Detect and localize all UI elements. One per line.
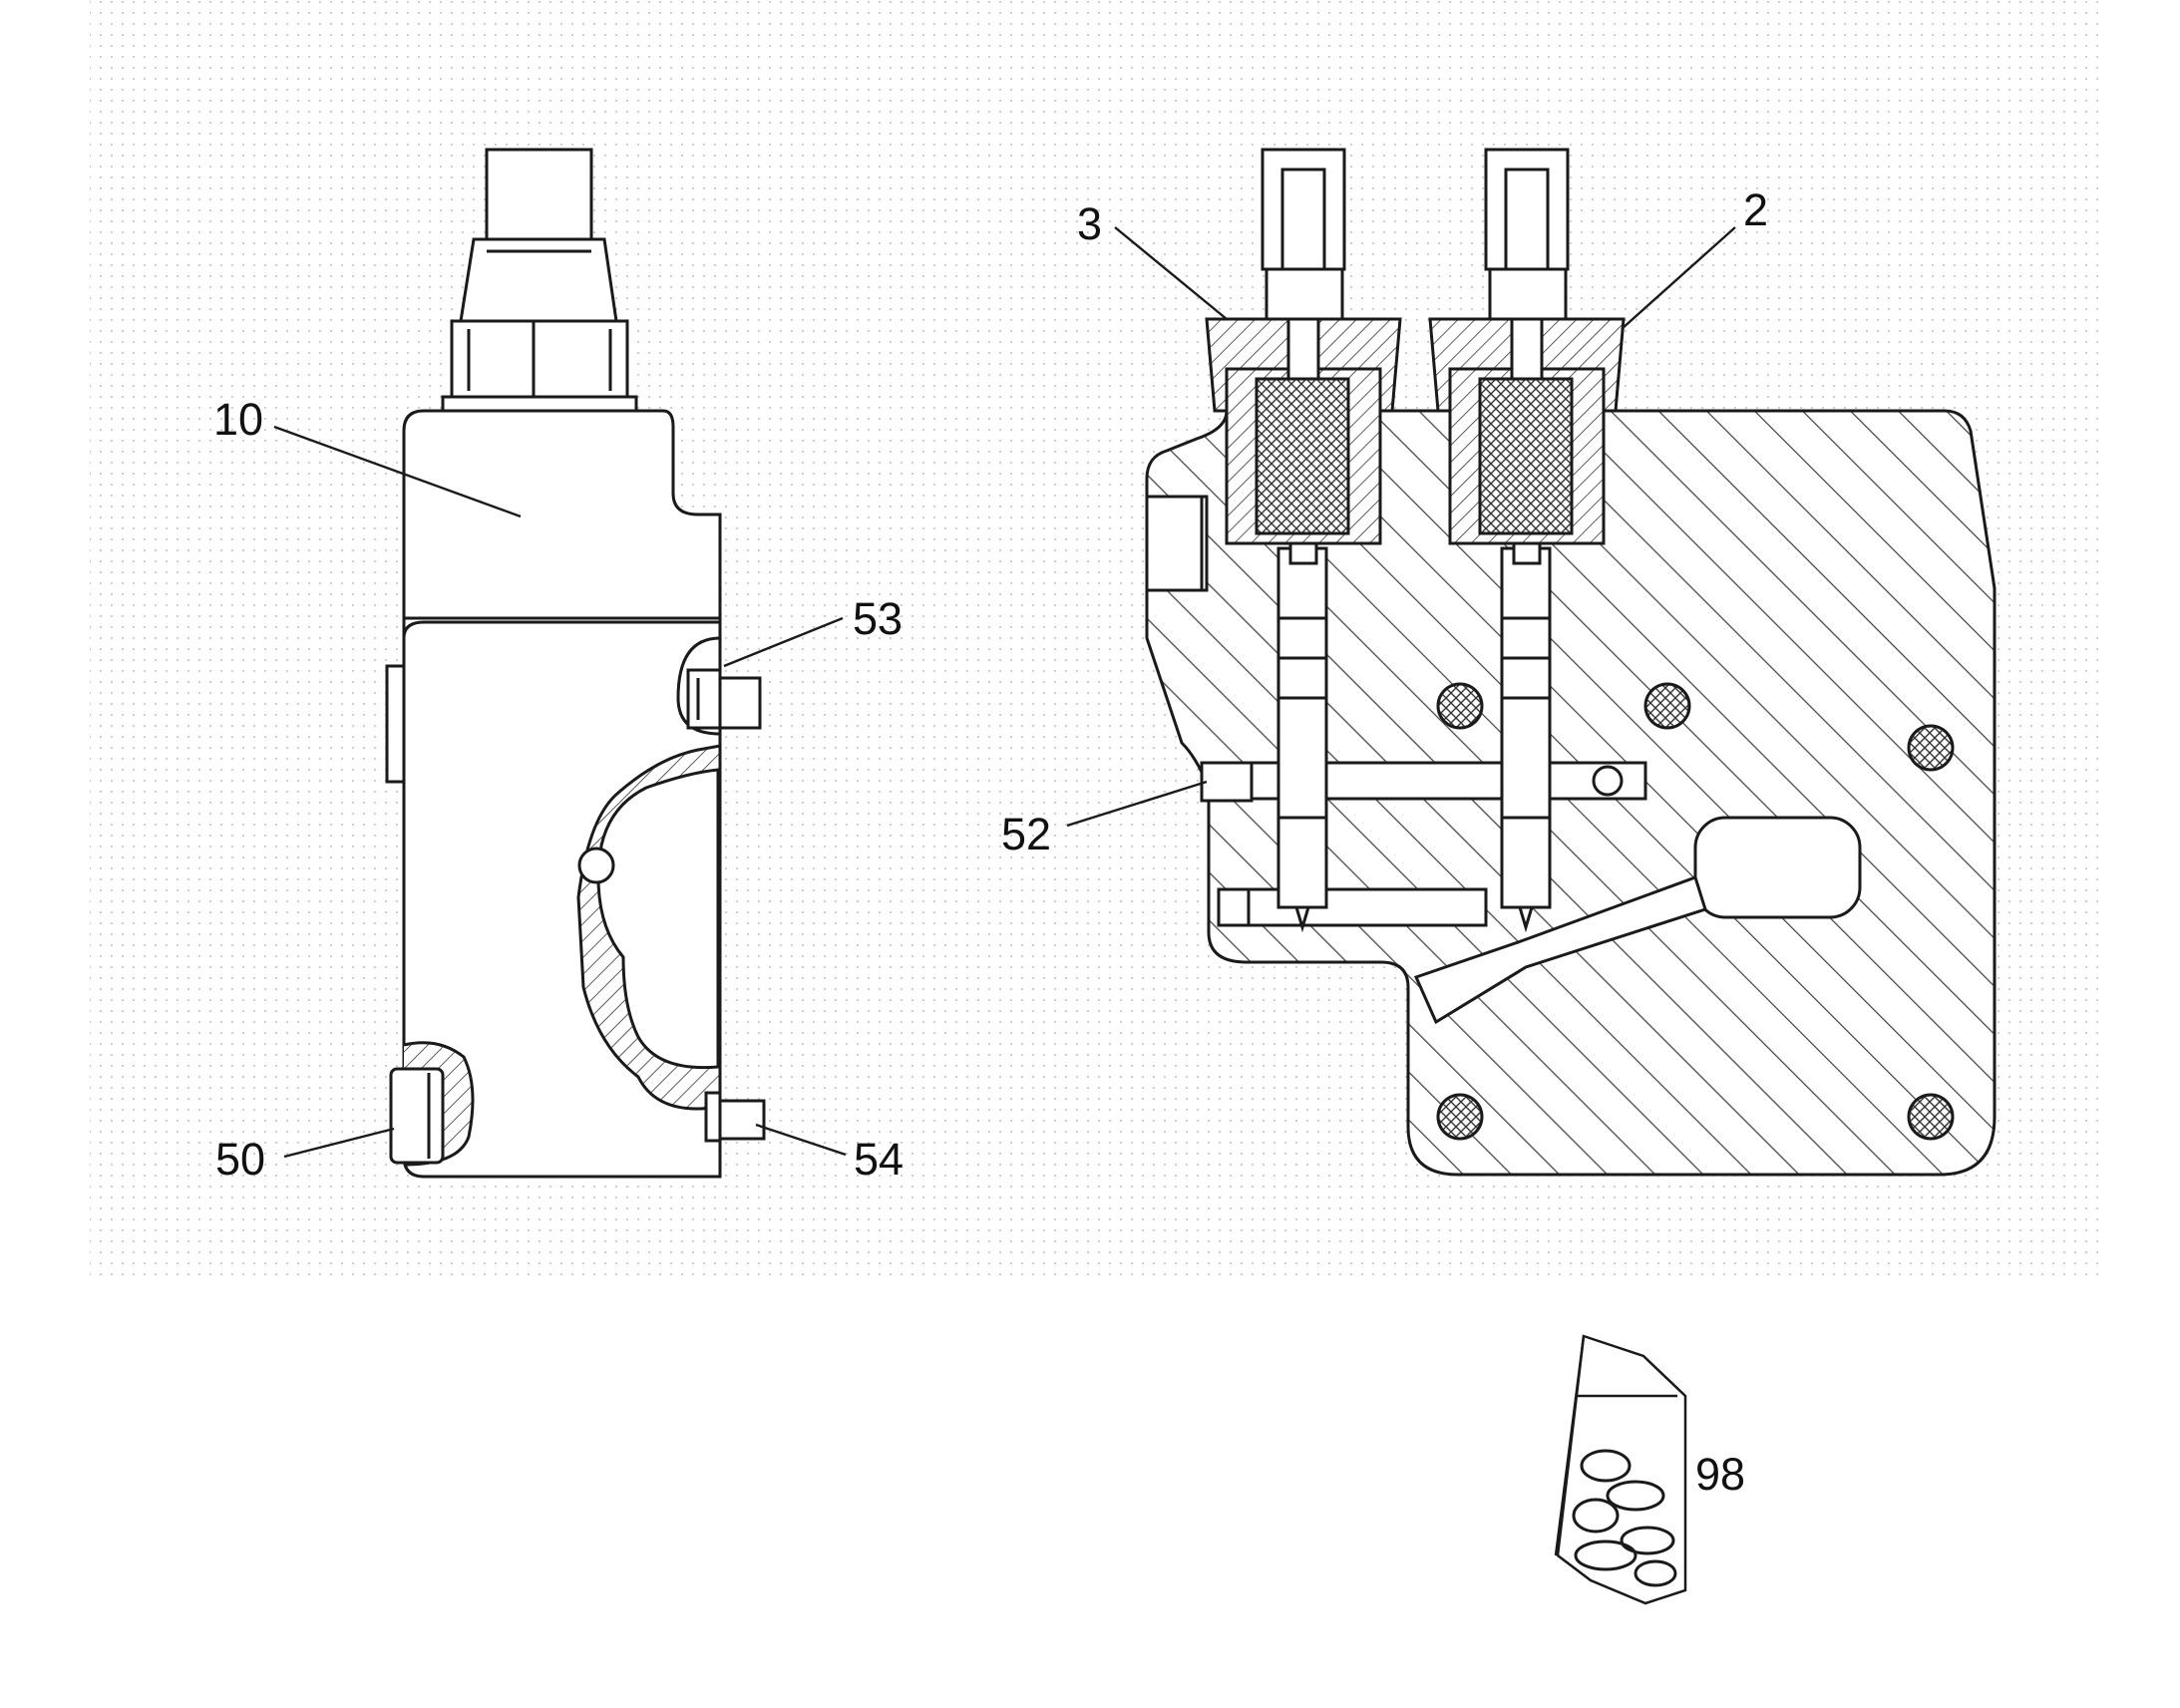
- mounting-bolts: [1436, 682, 1955, 1141]
- label-52: 52: [1001, 809, 1051, 859]
- cartridge-valve-2: [1428, 148, 1626, 565]
- label-50: 50: [215, 1134, 265, 1185]
- reference-labels: 10 53 50 54 3 2 52 98: [213, 184, 1768, 1500]
- port-50-fitting: [389, 1067, 445, 1165]
- label-3: 3: [1077, 198, 1102, 249]
- side-view-assembly: [385, 148, 766, 1179]
- section-view-assembly: [1145, 148, 1997, 1177]
- label-53: 53: [853, 593, 903, 644]
- connector-cap: [485, 148, 593, 241]
- cutaway-bore: [577, 847, 615, 884]
- seal-kit-bag: [1554, 1334, 1687, 1605]
- label-2: 2: [1743, 184, 1768, 235]
- port-53-fitting: [686, 668, 722, 730]
- oval-cavity: [1693, 816, 1862, 919]
- label-54: 54: [854, 1134, 904, 1185]
- leader-lines: [273, 226, 1736, 1159]
- label-98: 98: [1695, 1449, 1745, 1500]
- hex-nut: [450, 319, 629, 399]
- label-10: 10: [213, 394, 263, 445]
- cartridge-valve-3: [1205, 148, 1402, 565]
- port-54-fitting: [704, 1091, 722, 1143]
